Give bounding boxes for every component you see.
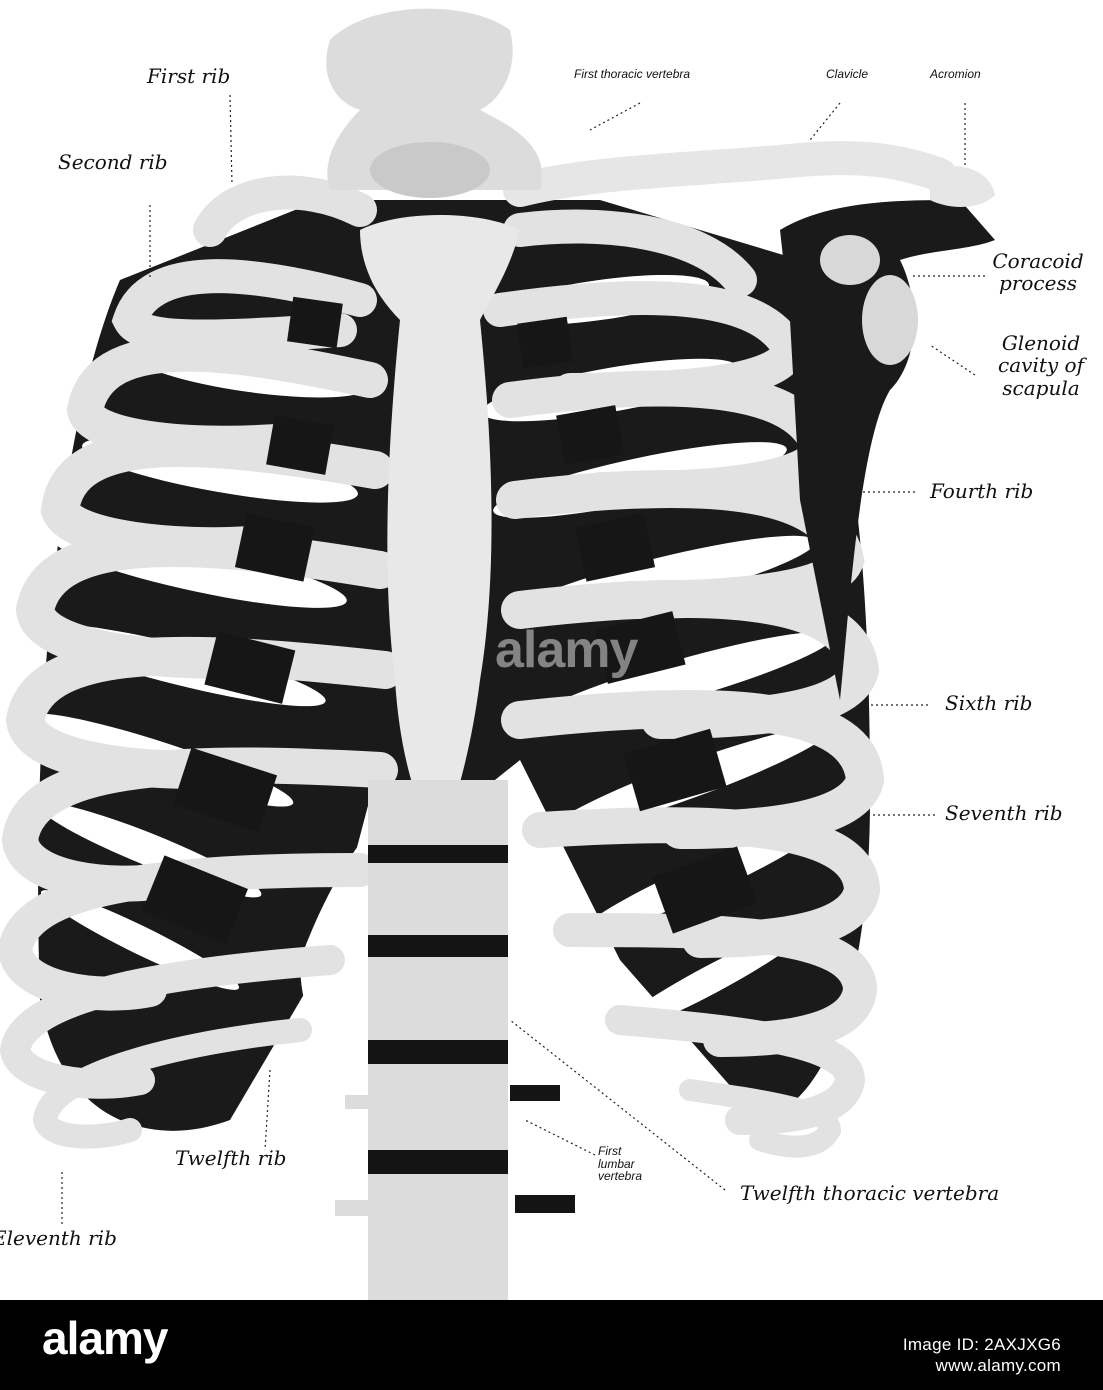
sternum [360,215,520,840]
footer-bar: alamy Image ID: 2AXJXG6 www.alamy.com [0,1300,1103,1390]
infrasternal-space-right [520,880,610,1031]
xiphoid [415,690,465,760]
label-sixth-rib: Sixth rib [945,691,1033,715]
lumbar-spine [335,780,575,1300]
first-thoracic-body [370,142,490,198]
label-glenoid-cavity: Glenoid cavity of scapula [998,331,1084,400]
label-coracoid-process: Coracoid process [992,249,1084,295]
watermark-logo: alamy [495,621,638,679]
label-second-rib: Second rib [58,150,168,174]
coracoid-bone [820,235,880,285]
label-seventh-rib: Seventh rib [945,801,1063,825]
right-ribs [483,209,885,1158]
rib-cage-figure: First rib Second rib First thoracic vert… [0,8,1084,1300]
label-twelfth-rib: Twelfth rib [175,1146,287,1170]
label-fourth-rib: Fourth rib [930,479,1034,503]
footer-info: Image ID: 2AXJXG6 www.alamy.com [903,1334,1061,1377]
scapula [780,200,995,700]
label-first-lumbar-vertebra: First lumbar vertebra [598,1144,643,1184]
clavicle-bone [503,141,957,207]
acromion-tip [930,166,995,207]
site-url: www.alamy.com [935,1356,1061,1376]
image-id: Image ID: 2AXJXG6 [902,1335,1061,1354]
rib-cage-illustration [0,8,995,1300]
label-twelfth-thoracic-vertebra: Twelfth thoracic vertebra [740,1181,1000,1205]
label-first-rib: First rib [147,64,231,88]
costal-cartilages [142,296,758,945]
svg-text:alamy: alamy [42,1314,169,1364]
label-acromion: Acromion [930,67,981,81]
alamy-logo: alamy [42,1314,170,1364]
label-eleventh-rib: Eleventh rib [0,1226,117,1250]
leader-lines [61,94,985,1225]
label-clavicle: Clavicle [826,67,869,81]
label-first-thoracic-vertebra: First thoracic vertebra [574,67,691,81]
cervical-vertebrae [326,8,542,190]
glenoid-bone [862,275,918,365]
